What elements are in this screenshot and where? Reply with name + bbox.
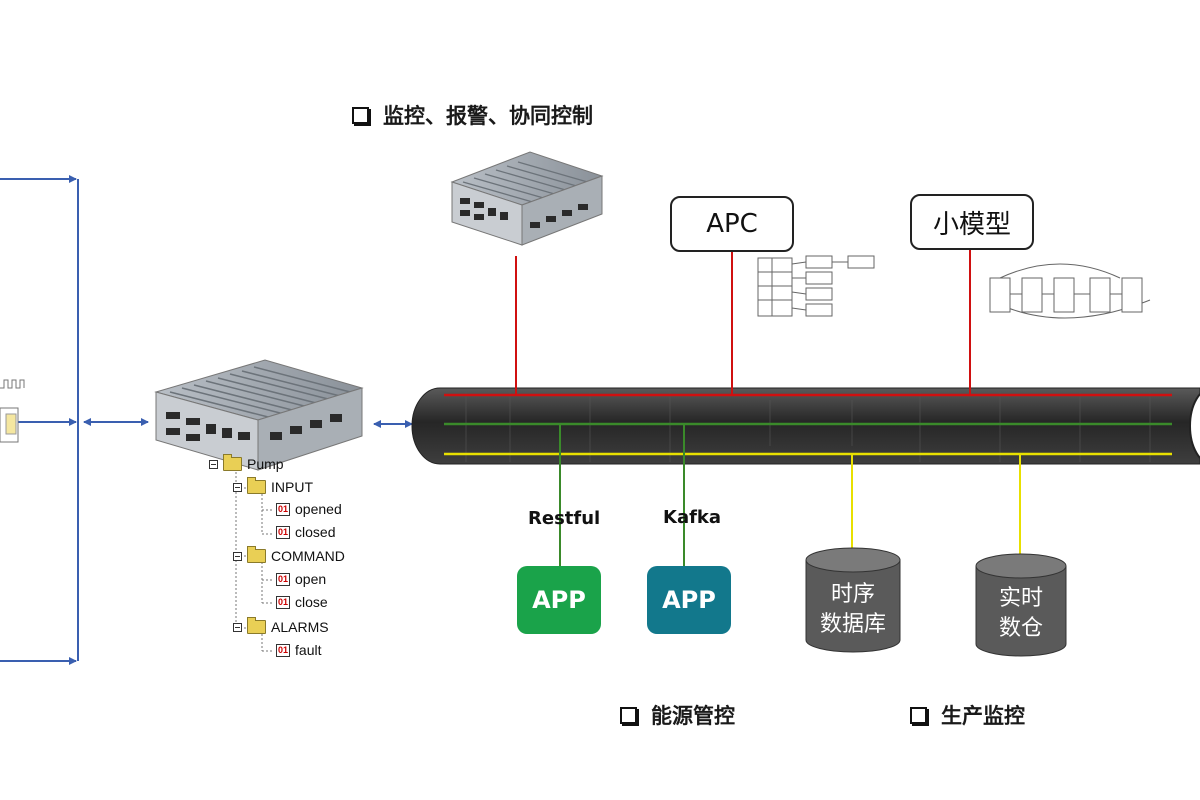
timeseries-db-label: 时序 数据库 [806, 580, 900, 640]
tree-item: 01 open [276, 571, 326, 587]
apc-label: APC [706, 209, 758, 239]
checkbox-icon [620, 706, 637, 724]
timeseries-db-cylinder [805, 547, 901, 653]
tree-item: 01 fault [276, 642, 321, 658]
digital-tag-icon: 01 [276, 595, 291, 609]
tree-item: 01 closed [276, 524, 335, 540]
tree-item: 01 opened [276, 501, 342, 517]
digital-tag-icon: 01 [276, 643, 291, 657]
tree-root-label: Pump [247, 456, 284, 472]
collapse-icon [233, 551, 242, 561]
industrial-pc-icon [154, 359, 364, 471]
small-model-box: 小模型 [910, 194, 1034, 250]
app-label: APP [662, 586, 716, 614]
db-line: 实时 [998, 586, 1043, 611]
yellow-connectors [851, 454, 1021, 556]
db-line: 时序 [830, 582, 875, 607]
restful-label: Restful [528, 508, 601, 529]
checkbox-icon [910, 706, 927, 724]
red-connectors [515, 248, 971, 395]
db-line: 数仓 [998, 616, 1043, 641]
app-box-kafka: APP [647, 566, 731, 634]
digital-tag-icon: 01 [276, 572, 291, 586]
tree-group-label: INPUT [271, 479, 313, 495]
app-label: APP [532, 586, 586, 614]
kafka-label: Kafka [663, 507, 722, 528]
small-model-label: 小模型 [932, 209, 1011, 240]
checkbox-icon [352, 106, 369, 124]
model-graph-illustration [989, 263, 1151, 319]
tree-item-label: fault [295, 642, 322, 658]
heading-monitoring-text: 监控、报警、协同控制 [383, 104, 593, 128]
heading-monitoring: 监控、报警、协同控制 [352, 100, 593, 130]
collapse-icon [209, 459, 218, 469]
apc-graph-illustration [757, 255, 875, 317]
tree-lines [235, 472, 274, 652]
partial-device-icon [0, 379, 25, 443]
tree-group-label: ALARMS [271, 619, 329, 635]
tree-root: Pump [209, 454, 284, 472]
tree-item-label: opened [295, 501, 342, 517]
heading-energy: 能源管控 [620, 700, 735, 730]
realtime-warehouse-cylinder [975, 553, 1067, 657]
green-connectors [559, 424, 685, 566]
digital-tag-icon: 01 [276, 525, 291, 539]
data-bus-pipe [411, 387, 1200, 465]
collapse-icon [233, 622, 242, 632]
collapse-icon [233, 482, 242, 492]
app-box-restful: APP [517, 566, 601, 634]
realtime-warehouse-label: 实时 数仓 [976, 584, 1066, 644]
tree-item-label: closed [295, 524, 336, 540]
tree-item-label: open [295, 571, 327, 587]
folder-icon [247, 617, 266, 634]
folder-icon [247, 477, 266, 494]
tree-group-command: COMMAND [233, 546, 345, 564]
folder-icon [223, 454, 242, 471]
industrial-pc-icon-top [450, 151, 604, 246]
tree-item: 01 close [276, 594, 328, 610]
apc-box: APC [670, 196, 794, 252]
tree-group-alarms: ALARMS [233, 617, 329, 635]
db-line: 数据库 [819, 612, 886, 637]
tree-item-label: close [295, 594, 328, 610]
heading-energy-text: 能源管控 [651, 704, 735, 728]
tree-group-input: INPUT [233, 477, 313, 495]
folder-icon [247, 546, 266, 563]
digital-tag-icon: 01 [276, 502, 291, 516]
tree-group-label: COMMAND [271, 548, 345, 564]
heading-production: 生产监控 [910, 700, 1025, 730]
heading-production-text: 生产监控 [941, 704, 1025, 728]
